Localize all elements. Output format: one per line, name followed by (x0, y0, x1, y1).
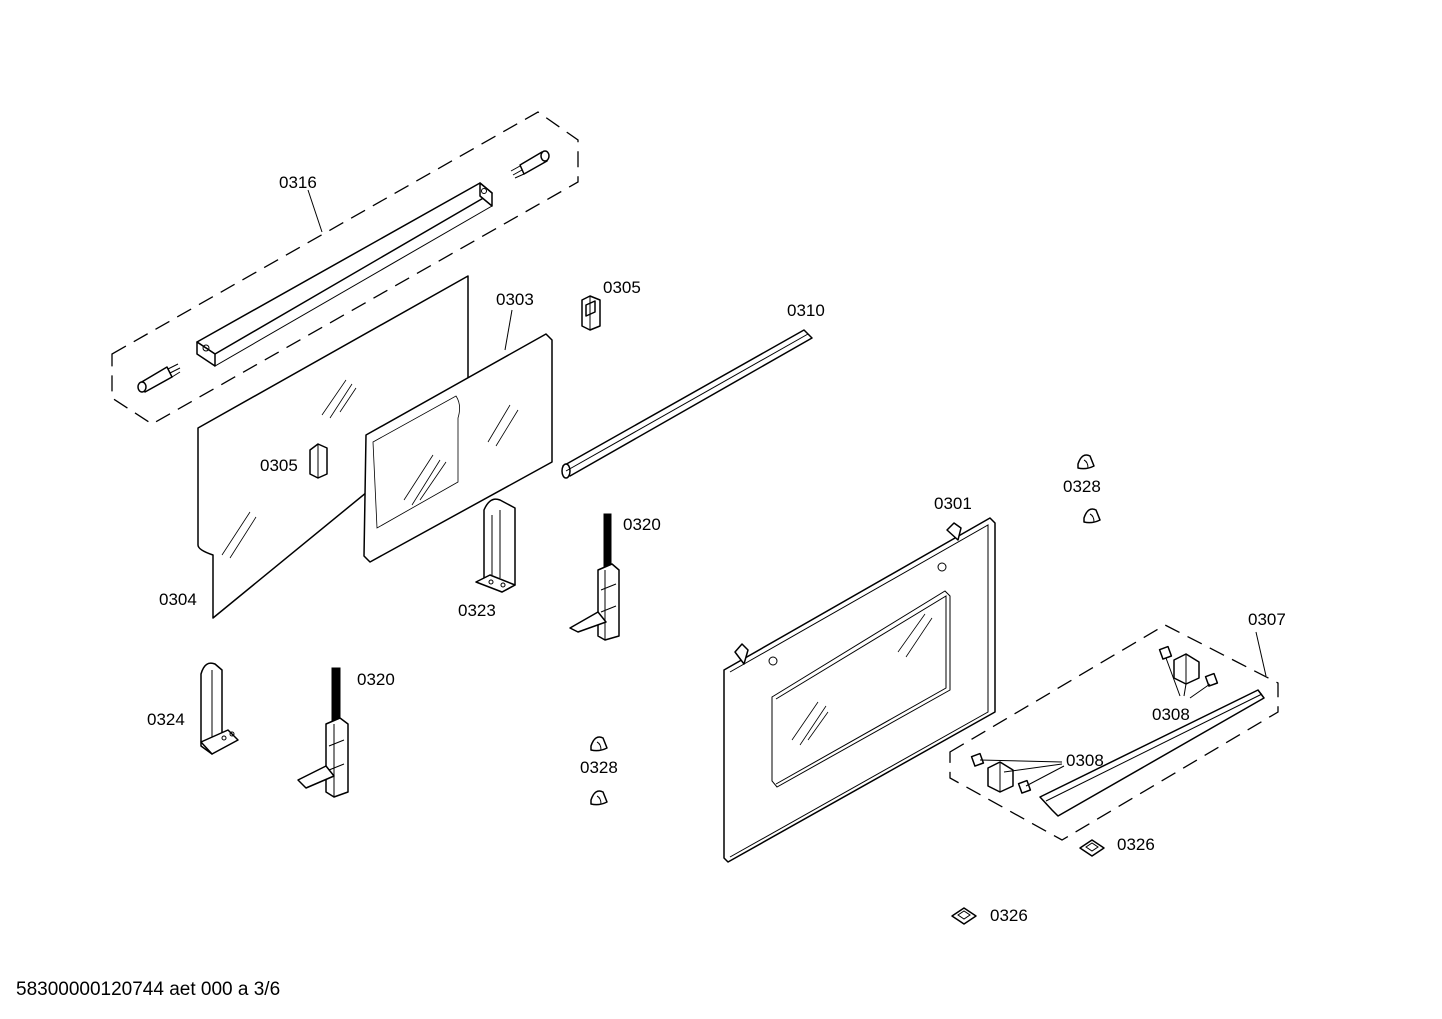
label-0308-left: 0308 (1066, 751, 1104, 770)
document-id: 58300000120744 aet 000 a 3/6 (16, 979, 281, 1000)
small-part-0326-b (951, 907, 977, 925)
clip-0328-bottom-b (590, 790, 608, 806)
label-0320-b: 0320 (357, 670, 395, 689)
door-seal-strip (561, 329, 813, 479)
label-0301: 0301 (934, 494, 972, 513)
label-0305-top: 0305 (603, 278, 641, 297)
outer-door-panel (723, 517, 996, 863)
label-0324: 0324 (147, 710, 185, 729)
clip-0328-bottom-a (590, 736, 608, 752)
label-0320-a: 0320 (623, 515, 661, 534)
hinge-bracket-0323 (475, 498, 516, 593)
inner-glass-panel (363, 309, 553, 563)
hinge-bracket-0324 (200, 662, 239, 755)
label-0307: 0307 (1248, 610, 1286, 629)
label-0303: 0303 (496, 290, 534, 309)
spacer-pin-left (137, 363, 181, 393)
label-0326-b: 0326 (990, 906, 1028, 925)
small-part-0326-a (1079, 839, 1105, 857)
hinge-0320-b (297, 667, 349, 798)
label-0304: 0304 (159, 590, 197, 609)
label-0326-a: 0326 (1117, 835, 1155, 854)
label-0316: 0316 (279, 173, 317, 192)
hinge-0320-a (569, 513, 620, 641)
end-cap-right (1173, 653, 1200, 685)
glass-clip-left (309, 443, 328, 479)
clip-0328-top-b (1083, 508, 1101, 524)
label-0323: 0323 (458, 601, 496, 620)
label-0308-right: 0308 (1152, 705, 1190, 724)
lower-handle-assembly-group (949, 624, 1279, 841)
end-cap-left (987, 761, 1014, 793)
label-0310: 0310 (787, 301, 825, 320)
label-0305-left: 0305 (260, 456, 298, 475)
label-0328-bottom: 0328 (580, 758, 618, 777)
spacer-pin-right (510, 150, 550, 179)
glass-clip-top (581, 295, 601, 331)
handle-assembly-group (111, 111, 579, 425)
clip-0328-top-a (1077, 454, 1095, 470)
label-0328-top: 0328 (1063, 477, 1101, 496)
